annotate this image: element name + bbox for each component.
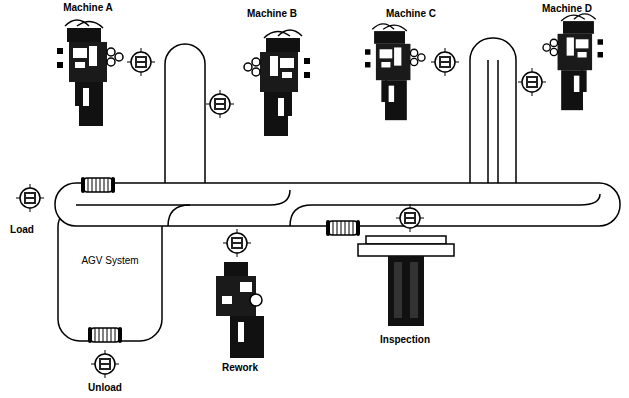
pallet-spool bbox=[88, 327, 122, 343]
track-spur-cd bbox=[470, 38, 516, 204]
rework-station-figure bbox=[216, 262, 264, 358]
machine-d-figure bbox=[543, 14, 603, 110]
station-label: Load bbox=[10, 224, 34, 236]
machine-label: Machine C bbox=[386, 8, 436, 20]
track-spur-ab bbox=[165, 44, 205, 204]
machine-label: Machine B bbox=[247, 8, 297, 20]
station-label: Unload bbox=[88, 382, 122, 394]
station-label: Inspection bbox=[380, 334, 430, 346]
part-symbol bbox=[127, 48, 155, 76]
part-symbol bbox=[431, 48, 459, 76]
track-spur-lanes bbox=[488, 60, 498, 183]
machine-b-figure bbox=[244, 30, 310, 136]
part-symbol bbox=[16, 184, 44, 212]
machine-label: Machine D bbox=[542, 3, 592, 15]
machine-a-figure bbox=[57, 20, 123, 126]
pallet-spool bbox=[326, 220, 360, 236]
machine-c-figure bbox=[365, 24, 425, 120]
part-symbol bbox=[206, 90, 234, 118]
track-main-loop bbox=[55, 183, 620, 226]
part-symbol bbox=[91, 350, 119, 378]
inspection-station-figure bbox=[358, 236, 454, 326]
part-symbol bbox=[396, 204, 424, 232]
part-symbol bbox=[518, 68, 546, 96]
station-label: AGV System bbox=[81, 255, 138, 267]
machine-label: Machine A bbox=[63, 2, 113, 14]
station-label: Rework bbox=[222, 362, 258, 374]
pallet-spool bbox=[81, 177, 115, 193]
part-symbol bbox=[223, 229, 251, 257]
track-branch bbox=[168, 205, 190, 226]
agv-track bbox=[55, 38, 620, 341]
